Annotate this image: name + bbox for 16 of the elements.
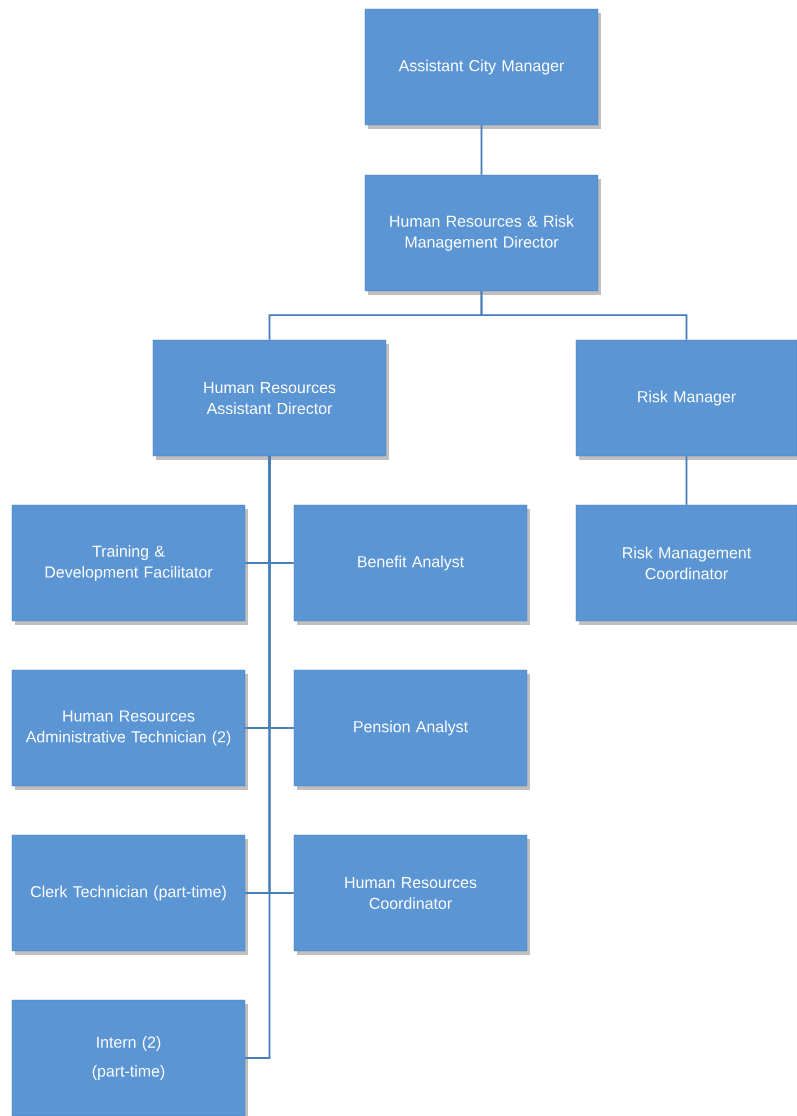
position-box: Assistant City Manager bbox=[364, 8, 601, 129]
connector-line bbox=[685, 455, 688, 506]
position-box: Risk Management Coordinator bbox=[575, 504, 797, 625]
position-box: Clerk Technician (part-time) bbox=[11, 834, 248, 955]
position-box: Training & Development Facilitator bbox=[11, 504, 248, 625]
position-box: Human Resources Administrative Technician (2) bbox=[11, 669, 248, 790]
connector-line bbox=[480, 290, 688, 341]
position-box: Pension Analyst bbox=[293, 669, 530, 790]
position-box: Intern (2) (part-time) bbox=[11, 999, 248, 1116]
position-box: Benefit Analyst bbox=[293, 504, 530, 625]
position-box: Human Resources Coordinator bbox=[293, 834, 530, 955]
position-box: Human Resources & Risk Management Director bbox=[364, 174, 601, 295]
connector-line bbox=[480, 124, 483, 176]
position-box: Human Resources Assistant Director bbox=[152, 339, 389, 460]
connector-line bbox=[244, 455, 271, 1059]
position-box: Risk Manager bbox=[575, 339, 797, 460]
